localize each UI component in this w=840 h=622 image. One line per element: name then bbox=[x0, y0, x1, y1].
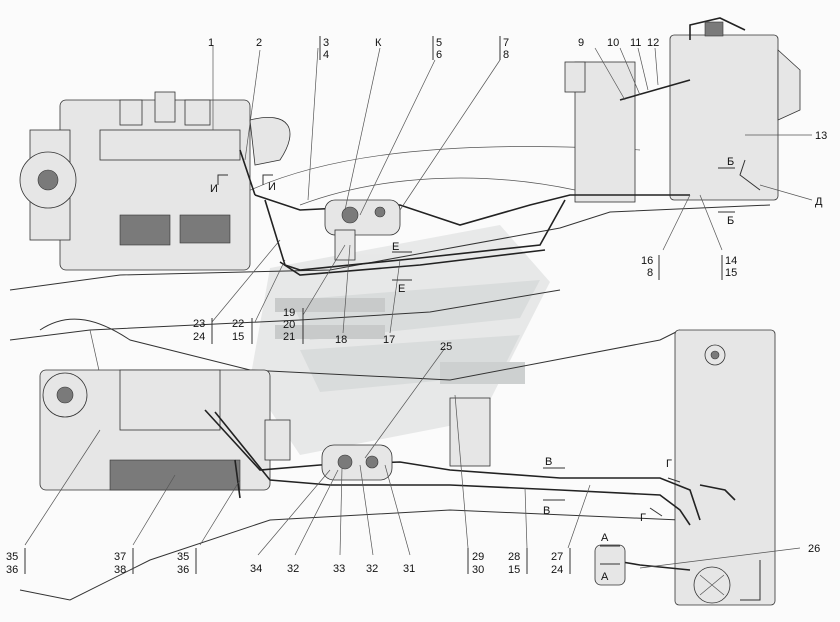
top-view bbox=[9, 17, 801, 341]
callout-5: 5 bbox=[436, 37, 442, 49]
engine-lower bbox=[39, 369, 291, 491]
callout-8-second: 8 bbox=[647, 267, 653, 279]
callout-21: 21 bbox=[283, 331, 295, 343]
callout-36-second: 36 bbox=[177, 564, 189, 576]
callout-23: 23 bbox=[193, 318, 205, 330]
callout-28: 28 bbox=[508, 551, 520, 563]
callout-38: 38 bbox=[114, 564, 126, 576]
callout-k: К bbox=[375, 37, 382, 49]
section-mark-a-2: А bbox=[601, 571, 609, 583]
cab-outline bbox=[239, 146, 641, 196]
callout-27: 27 bbox=[551, 551, 563, 563]
section-mark-b-2: Б bbox=[727, 215, 734, 227]
callout-15: 15 bbox=[725, 267, 737, 279]
fuel-line-return-bottom bbox=[214, 411, 691, 526]
callout-18: 18 bbox=[335, 334, 347, 346]
frame-upper-edge bbox=[39, 318, 681, 381]
callout-31: 31 bbox=[403, 563, 415, 575]
callout-15-second: 15 bbox=[232, 331, 244, 343]
callout-24-second: 24 bbox=[551, 564, 563, 576]
callout-25: 25 bbox=[440, 341, 452, 353]
callout-12: 12 bbox=[647, 37, 659, 49]
callout-11: 11 bbox=[630, 37, 641, 49]
section-mark-i-2: И bbox=[268, 181, 276, 193]
fuel-line-drop-bottom bbox=[234, 459, 241, 499]
callout-37: 37 bbox=[114, 551, 126, 563]
section-mark-e-1: Е bbox=[392, 241, 399, 253]
callout-13: 13 bbox=[815, 130, 827, 142]
fuel-line-engine-drop bbox=[239, 149, 256, 196]
callout-29: 29 bbox=[472, 551, 484, 563]
callout-22: 22 bbox=[232, 318, 244, 330]
callout-32: 32 bbox=[287, 563, 299, 575]
filter-assembly-bottom bbox=[321, 444, 393, 481]
callout-15-third: 15 bbox=[508, 564, 520, 576]
fuel-line-elbow bbox=[699, 484, 736, 501]
section-mark-v-1: В bbox=[545, 456, 552, 468]
engine bbox=[19, 91, 291, 271]
leader-lines bbox=[24, 36, 813, 574]
callout-8: 8 bbox=[503, 49, 509, 61]
bottom-view bbox=[19, 318, 776, 606]
section-mark-e-2: Е bbox=[398, 283, 405, 295]
section-mark-g-1: Г bbox=[666, 458, 672, 470]
callout-36: 36 bbox=[6, 564, 18, 576]
callout-9: 9 bbox=[578, 37, 584, 49]
section-mark-b-1: Б bbox=[727, 156, 734, 168]
fuel-line-supply-top bbox=[254, 194, 690, 226]
frame-lower-edge bbox=[19, 509, 681, 601]
section-marks: И И Е Е Б Б В В Г Г А А bbox=[210, 156, 734, 583]
callout-1: 1 bbox=[208, 37, 214, 49]
frame-bottom-edge bbox=[9, 289, 561, 341]
callout-labels: 1 2 3 4 К 5 6 7 8 9 10 11 12 13 Д 16 8 1… bbox=[6, 37, 827, 576]
cab-outline-inner bbox=[299, 177, 576, 206]
callout-35: 35 bbox=[6, 551, 18, 563]
bracket-block bbox=[449, 397, 491, 467]
callout-16: 16 bbox=[641, 255, 653, 267]
watermark-logo bbox=[250, 225, 550, 455]
filter-assembly-top bbox=[324, 199, 401, 261]
callout-24: 24 bbox=[193, 331, 205, 343]
callout-d: Д bbox=[815, 196, 823, 208]
fuel-line-tank-outlet bbox=[619, 79, 691, 101]
frame-top-edge bbox=[9, 204, 771, 291]
tap-assembly bbox=[594, 544, 626, 586]
callout-20: 20 bbox=[283, 319, 295, 331]
section-mark-v-2: В bbox=[543, 505, 550, 517]
callout-34: 34 bbox=[250, 563, 262, 575]
callout-17: 17 bbox=[383, 334, 395, 346]
section-mark-i-1: И bbox=[210, 183, 218, 195]
callout-3: 3 bbox=[323, 37, 329, 49]
callout-14: 14 bbox=[725, 255, 737, 267]
callout-10: 10 bbox=[607, 37, 619, 49]
callout-33: 33 bbox=[333, 563, 345, 575]
fuel-line-return-top bbox=[264, 199, 566, 271]
callout-26: 26 bbox=[808, 543, 820, 555]
fuel-tank-bottom bbox=[674, 329, 776, 606]
callout-7: 7 bbox=[503, 37, 509, 49]
callout-4: 4 bbox=[323, 49, 329, 61]
callout-2: 2 bbox=[256, 37, 262, 49]
callout-35-second: 35 bbox=[177, 551, 189, 563]
callout-6: 6 bbox=[436, 49, 442, 61]
callout-32-second: 32 bbox=[366, 563, 378, 575]
fuel-tank-top bbox=[669, 17, 801, 201]
fuel-line-supply-bottom bbox=[204, 409, 701, 521]
section-mark-g-2: Г bbox=[640, 512, 646, 524]
section-mark-a-1: А bbox=[601, 532, 609, 544]
callout-19: 19 bbox=[283, 307, 295, 319]
fuel-line-drain-top bbox=[279, 249, 546, 276]
cab-panel bbox=[564, 61, 586, 93]
callout-30: 30 bbox=[472, 564, 484, 576]
